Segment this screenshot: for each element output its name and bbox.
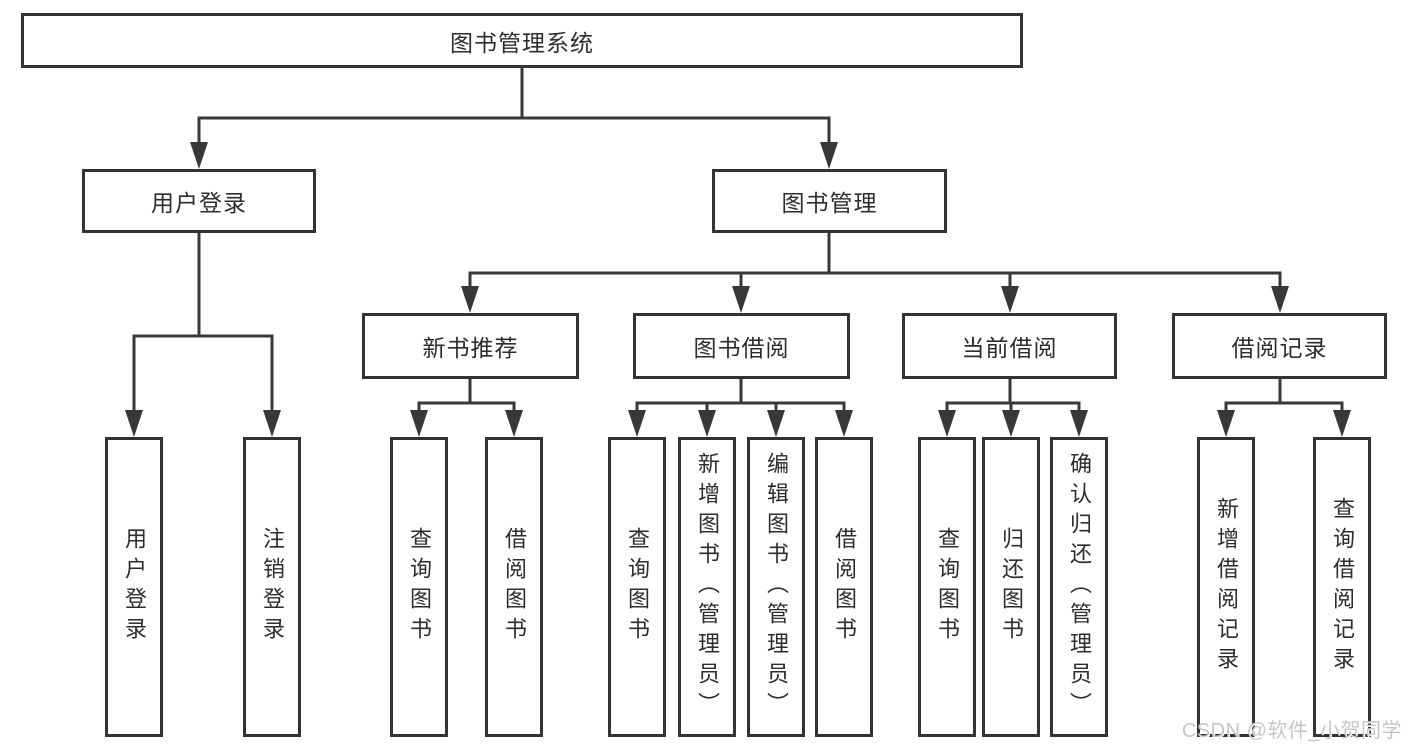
- leaf-user-login: 用户登录: [105, 437, 163, 737]
- leaf-add-borrow-record: 新增借阅记录: [1197, 437, 1255, 737]
- node-user-login: 用户登录: [82, 169, 316, 233]
- leaf-edit-book-admin: 编辑图书（管理员）: [747, 437, 805, 737]
- leaf-query-borrow-record: 查询借阅记录: [1313, 437, 1371, 737]
- leaf-borrow-book-recommend: 借阅图书: [485, 437, 543, 737]
- node-new-book-recommend: 新书推荐: [362, 313, 579, 379]
- node-borrow-records: 借阅记录: [1172, 313, 1387, 379]
- leaf-confirm-return-admin: 确认归还（管理员）: [1050, 437, 1108, 737]
- leaf-borrow-book: 借阅图书: [815, 437, 873, 737]
- leaf-query-books-borrow: 查询图书: [608, 437, 666, 737]
- watermark: CSDN @软件_小贺同学: [1181, 720, 1402, 742]
- node-current-borrow: 当前借阅: [902, 313, 1117, 379]
- leaf-query-books-recommend: 查询图书: [390, 437, 448, 737]
- node-book-management: 图书管理: [712, 169, 947, 233]
- leaf-query-books-current: 查询图书: [918, 437, 976, 737]
- node-root: 图书管理系统: [21, 13, 1023, 68]
- leaf-return-book: 归还图书: [982, 437, 1040, 737]
- leaf-add-book-admin: 新增图书（管理员）: [678, 437, 736, 737]
- leaf-logout: 注销登录: [243, 437, 301, 737]
- node-book-borrow: 图书借阅: [633, 313, 850, 379]
